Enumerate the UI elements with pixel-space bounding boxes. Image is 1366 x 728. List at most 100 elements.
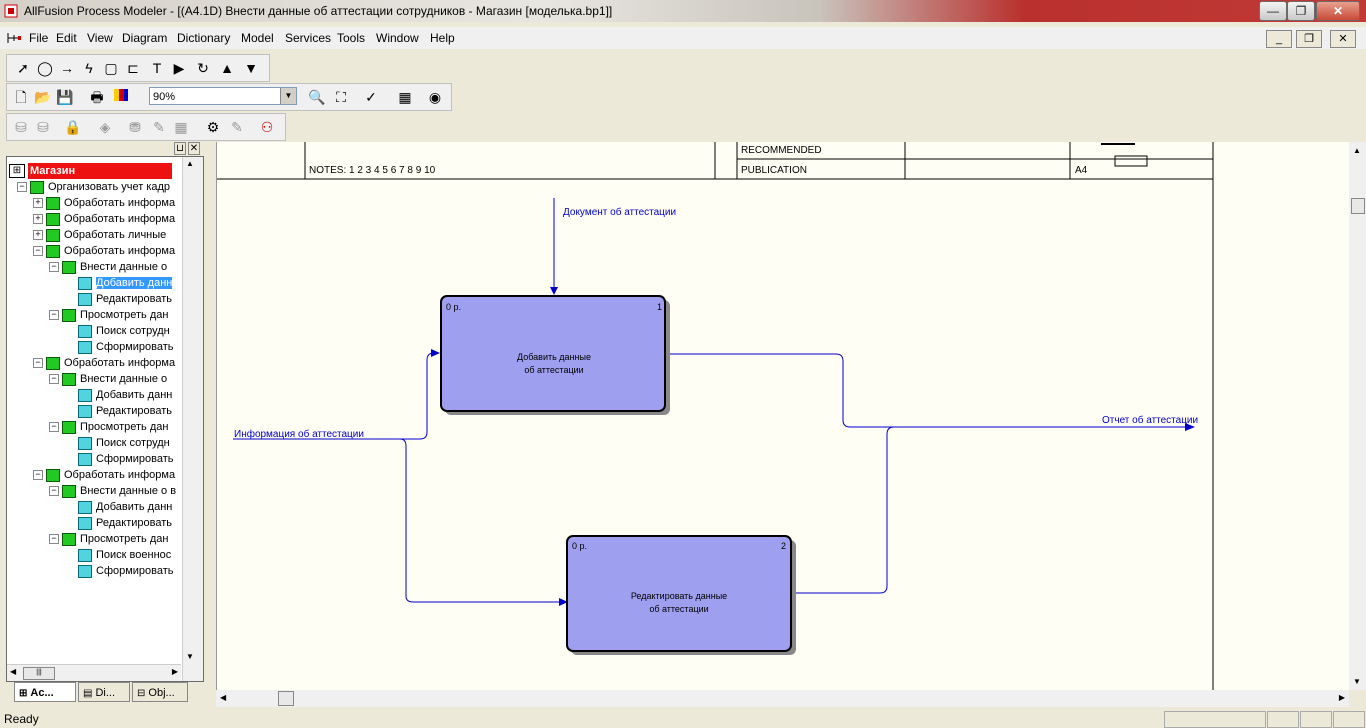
mart-grid-icon[interactable]: ▦ — [174, 119, 188, 135]
diagram-vscroll-thumb[interactable] — [1351, 198, 1365, 214]
tree-item[interactable]: Добавить данн — [65, 387, 172, 403]
tree-vscrollbar[interactable]: ▲ ▼ — [182, 157, 203, 681]
collapse-icon[interactable]: − — [49, 310, 59, 321]
minimize-button[interactable]: — — [1259, 1, 1287, 21]
tree-item[interactable]: −Внести данные о в — [49, 483, 176, 499]
explorer-pin-icon[interactable]: ⊔ — [174, 142, 186, 155]
collapse-icon[interactable]: − — [17, 182, 27, 193]
tree-item[interactable]: −Внести данные о — [49, 259, 167, 275]
mart-tools-icon[interactable]: ✎ — [231, 119, 243, 135]
tree-hscrollbar[interactable]: ◀ ||| ▶ — [7, 664, 181, 681]
model-explorer-icon[interactable]: ▦ — [398, 89, 412, 105]
expand-icon[interactable]: + — [33, 230, 43, 241]
menu-help[interactable]: Help — [430, 31, 455, 45]
tree-item[interactable]: Сформировать — [65, 563, 174, 579]
diagram-vscrollbar[interactable]: ▲ ▼ — [1349, 142, 1366, 690]
tree-item[interactable]: Поиск сотрудн — [65, 323, 170, 339]
spellcheck-icon[interactable]: ✓ — [365, 89, 377, 105]
diagram-scroll-down-icon[interactable]: ▼ — [1353, 677, 1361, 686]
box-tool-icon[interactable]: ▢ — [104, 60, 118, 76]
collapse-icon[interactable]: − — [33, 246, 43, 257]
tree-item[interactable]: −Организовать учет кадр — [17, 179, 170, 195]
menu-file[interactable]: File — [29, 31, 49, 45]
new-file-icon[interactable]: 🗋 — [15, 89, 27, 105]
input-arrow-label[interactable]: Информация об аттестации — [234, 428, 364, 440]
go-child-icon[interactable]: ▶ — [173, 60, 185, 76]
tree-item[interactable]: −Внести данные о — [49, 371, 167, 387]
output-arrow-box2[interactable] — [791, 426, 895, 594]
expand-icon[interactable]: + — [33, 214, 43, 225]
mart-people-icon[interactable]: ⚇ — [260, 119, 274, 135]
tree-item[interactable]: −Обработать информа — [33, 243, 175, 259]
mdi-close-button[interactable]: ✕ — [1330, 30, 1356, 48]
scroll-right-icon[interactable]: ▶ — [171, 667, 178, 676]
zoom-icon[interactable]: 🔍 — [308, 89, 326, 105]
pointer-tool-icon[interactable]: ➚ — [17, 60, 29, 76]
mart-user-icon[interactable]: ⚙ — [206, 119, 220, 135]
lock-icon[interactable]: 🔒 — [64, 119, 82, 135]
menu-model[interactable]: Model — [241, 31, 274, 45]
collapse-icon[interactable]: − — [49, 262, 59, 273]
tree-item[interactable]: Сформировать — [65, 451, 174, 467]
output-arrow-label[interactable]: Отчет об аттестации — [1102, 414, 1198, 426]
print-icon[interactable]: 🖶 — [90, 89, 104, 105]
tree-item[interactable]: Добавить данн — [65, 275, 173, 291]
tree-item[interactable]: −Просмотреть дан — [49, 307, 168, 323]
color-icon[interactable] — [111, 87, 131, 107]
mdi-minimize-button[interactable]: _ — [1266, 30, 1292, 48]
tree-item[interactable]: −Обработать информа — [33, 355, 175, 371]
mart-connect-icon[interactable]: ⛁ — [15, 119, 27, 135]
tree-item[interactable]: +Обработать информа — [33, 195, 175, 211]
menu-edit[interactable]: Edit — [56, 31, 77, 45]
close-button[interactable]: ✕ — [1316, 1, 1360, 21]
zoom-select[interactable]: 90% ▼ — [149, 87, 297, 105]
text-tool-icon[interactable]: T — [152, 60, 162, 76]
menu-tools[interactable]: Tools — [337, 31, 366, 45]
mart-object-icon[interactable]: ◈ — [99, 119, 111, 135]
globe-icon[interactable]: ◉ — [428, 89, 442, 105]
zoom-fit-icon[interactable]: ⛶ — [336, 89, 346, 105]
mart-session-icon[interactable]: ⛃ — [129, 119, 141, 135]
tree-item[interactable]: Добавить данн — [65, 499, 172, 515]
squiggle-tool-icon[interactable]: ϟ — [85, 60, 93, 76]
mdi-doc-icon[interactable] — [6, 31, 22, 45]
tree-item[interactable]: −Просмотреть дан — [49, 419, 168, 435]
tree-item[interactable]: −Просмотреть дан — [49, 531, 168, 547]
mart-edit-icon[interactable]: ✎ — [153, 119, 165, 135]
tab-diagrams[interactable]: ▤Di... — [78, 682, 130, 702]
oval-tool-icon[interactable]: ◯ — [37, 60, 53, 76]
expand-icon[interactable]: + — [33, 198, 43, 209]
diagram-scroll-left-icon[interactable]: ◀ — [220, 693, 227, 702]
menu-dictionary[interactable]: Dictionary — [177, 31, 231, 45]
activity-box-1[interactable]: 0 р. 1 Добавить данные об аттестации — [440, 295, 670, 415]
tree-item[interactable]: Редактировать — [65, 515, 172, 531]
menu-view[interactable]: View — [87, 31, 113, 45]
tree-item[interactable]: −Обработать информа — [33, 467, 175, 483]
scroll-down-icon[interactable]: ▼ — [186, 652, 194, 661]
save-icon[interactable]: 💾 — [56, 89, 74, 105]
diagram-canvas[interactable]: NOTES: 1 2 3 4 5 6 7 8 9 10 RECOMMENDED … — [216, 142, 1350, 690]
arrow-tool-icon[interactable]: → — [60, 60, 74, 76]
up-icon[interactable]: ▲ — [220, 60, 234, 76]
tree-item[interactable]: +Обработать личные — [33, 227, 166, 243]
mdi-restore-button[interactable]: ❐ — [1296, 30, 1322, 48]
scroll-up-icon[interactable]: ▲ — [186, 159, 194, 168]
activity-box-2[interactable]: 0 р. 2 Редактировать данные об аттестаци… — [566, 535, 796, 655]
menu-diagram[interactable]: Diagram — [122, 31, 168, 45]
diagram-hscrollbar[interactable]: ◀ ▶ — [216, 690, 1349, 707]
output-arrow-box1[interactable] — [666, 353, 1192, 428]
mart-disconnect-icon[interactable]: ⛁ — [37, 119, 49, 135]
collapse-icon[interactable]: − — [49, 534, 59, 545]
tree-item[interactable]: Сформировать — [65, 339, 174, 355]
menu-window[interactable]: Window — [376, 31, 419, 45]
maximize-button[interactable]: ❐ — [1287, 1, 1315, 21]
input-arrow-box2[interactable] — [399, 438, 561, 603]
collapse-icon[interactable]: − — [33, 358, 43, 369]
input-arrow-box1[interactable] — [233, 352, 439, 440]
diagram-scroll-right-icon[interactable]: ▶ — [1338, 693, 1345, 702]
collapse-icon[interactable]: − — [49, 486, 59, 497]
menu-services[interactable]: Services — [285, 31, 332, 45]
chevron-down-icon[interactable]: ▼ — [280, 88, 296, 104]
tab-activities[interactable]: ⊞Ac... — [14, 682, 76, 702]
tree-item[interactable]: Поиск военнос — [65, 547, 171, 563]
